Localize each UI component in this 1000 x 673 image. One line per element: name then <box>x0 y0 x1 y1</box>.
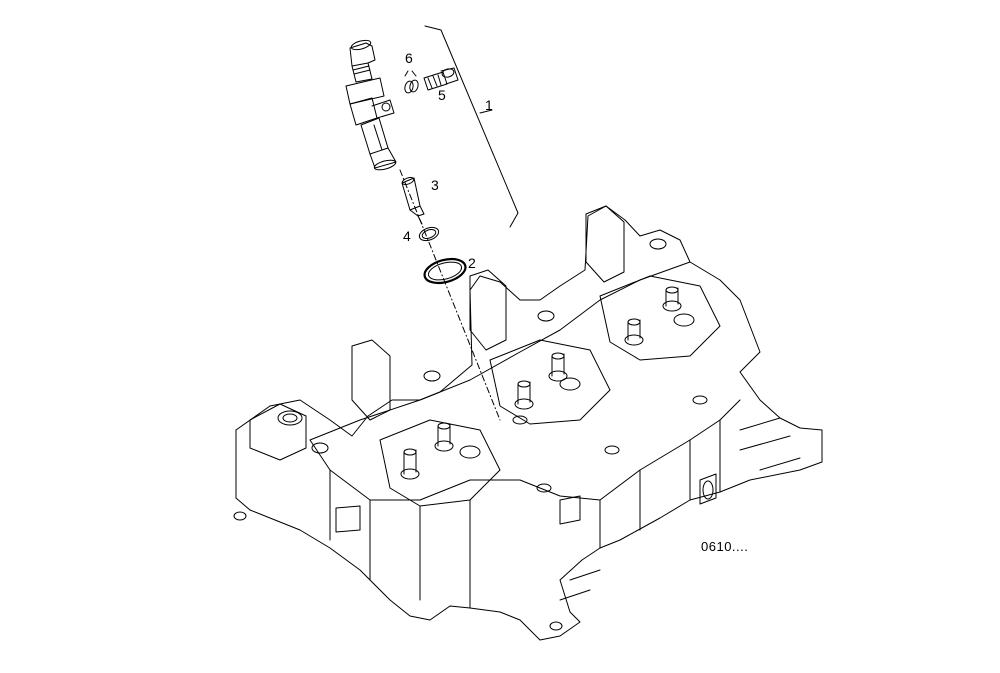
callout-2: 2 <box>468 255 476 271</box>
valve-guides <box>400 286 682 480</box>
seal-ring <box>423 257 467 285</box>
assembly-axis <box>399 169 501 421</box>
nozzle <box>401 177 425 225</box>
reference-code: 0610.... <box>701 539 749 554</box>
bolt <box>423 67 459 91</box>
washer <box>418 226 440 242</box>
cylinder-head <box>233 205 823 641</box>
callout-4: 4 <box>403 228 411 244</box>
assembly-bracket <box>424 25 519 228</box>
callout-3: 3 <box>431 177 439 193</box>
callout-1: 1 <box>485 97 493 113</box>
injector-body <box>345 39 397 171</box>
o-rings <box>404 70 419 94</box>
callout-5: 5 <box>438 87 446 103</box>
callout-6: 6 <box>405 50 413 66</box>
